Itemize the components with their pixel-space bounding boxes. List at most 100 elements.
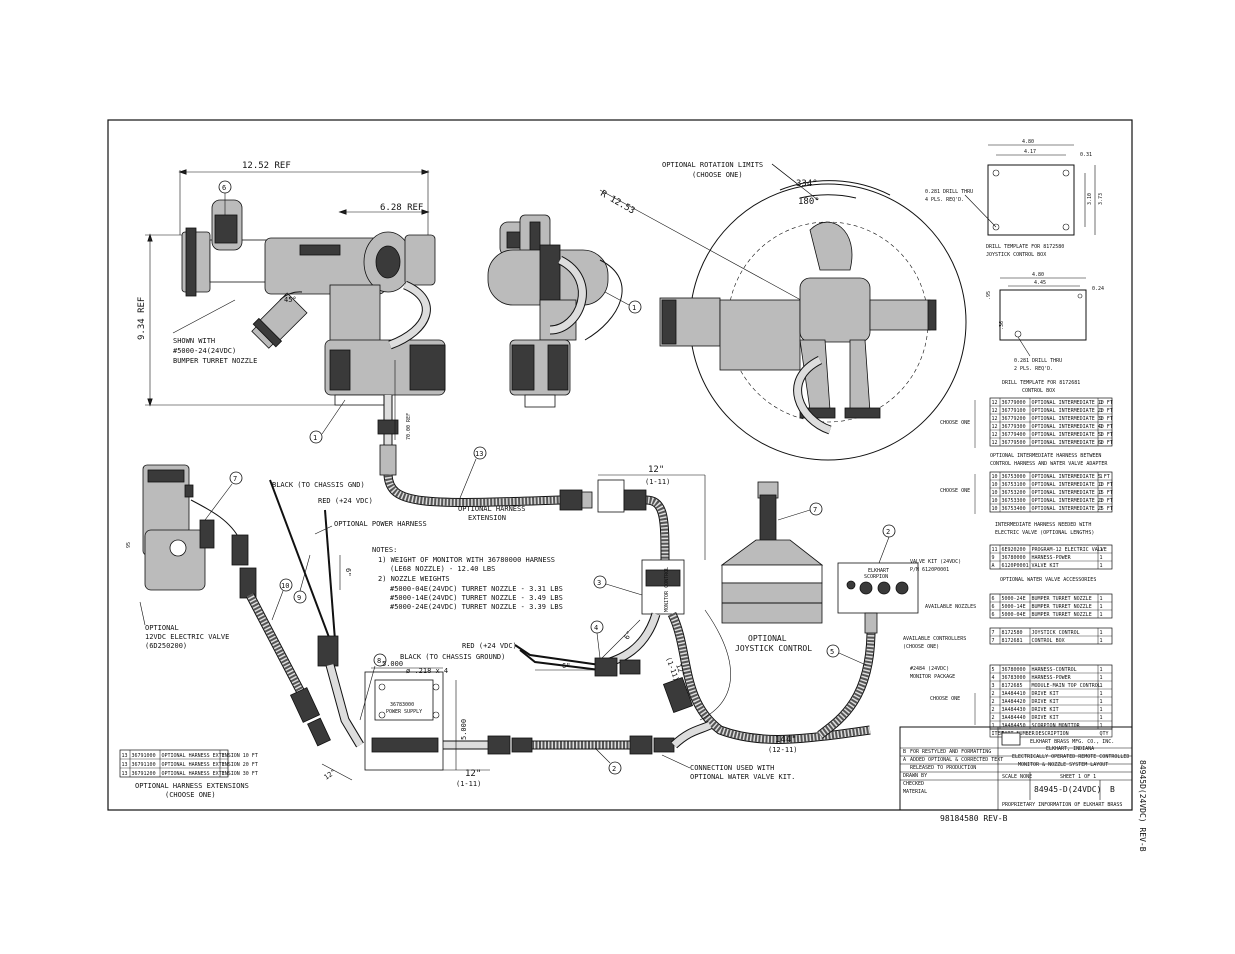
table-cell: 1 [222,753,225,759]
table-cell: 36783000 [1002,675,1026,681]
table-cell: DRIVE KIT [1032,699,1059,705]
table-cell: 1 [1100,416,1103,422]
table-cell: 1 [1100,723,1103,729]
table-cell: HARNESS-POWER [1032,555,1072,561]
svg-text:CHECKED: CHECKED [903,781,924,787]
table-cell: OPTIONAL INTERMEDIATE 5 FT [1032,474,1110,480]
table-cell: 1 [1100,474,1103,480]
callout-red-24: RED (+24 VDC) [318,497,373,505]
dim-12-52-ref: 12.52 REF [242,161,291,171]
svg-text:JOYSTICK CONTROL BOX: JOYSTICK CONTROL BOX [986,252,1046,258]
table-cell: DRIVE KIT [1032,707,1059,713]
table-cell: 12 [992,408,998,414]
callout-optional-harness: OPTIONAL HARNESS [458,505,525,513]
dim-9-34-ref: 9.34 REF [137,297,147,340]
svg-text:NOTES:: NOTES: [372,546,397,554]
table-cell: 2 [992,707,995,713]
svg-text:12": 12" [323,768,338,782]
table-cell: MODULE-MAIN TOP CONTROL [1032,683,1101,689]
table-cell: 3A484440 [1002,715,1026,721]
table-cell: 36791100 [132,762,156,768]
svg-text:6": 6" [344,568,352,576]
table-cell: 5000-04E [1002,612,1026,618]
svg-text:8: 8 [377,657,381,665]
svg-text:BUMPER TURRET NOZZLE: BUMPER TURRET NOZZLE [173,357,257,365]
svg-text:VALVE KIT (24VDC): VALVE KIT (24VDC) [910,559,961,565]
svg-text:3: 3 [597,579,601,587]
table-cell: 2 [992,699,995,705]
table-cell: 3A484450 [1002,723,1026,729]
table-cell: BUMPER TURRET NOZZLE [1032,612,1092,618]
table-cell: 36753100 [1002,482,1026,488]
control-box: ELKHART SCORPION 2 5 [817,524,919,739]
table-header-cell: DESCRIPTION [1036,731,1069,737]
table-cell: 1 [1100,506,1103,512]
harness-wiring: 13 OPTIONAL HARNESS EXTENSION 12" (1-11)… [383,446,871,788]
power-supply-box: 36783000 POWER SUPPLY 8 5.000 5.000 ø .2… [359,653,505,771]
svg-text:4.80: 4.80 [1022,139,1034,145]
table-cell: 1 [1100,490,1103,496]
table-cell: 1 [1100,482,1103,488]
table-cell: 36780000 [1002,555,1026,561]
table-cell: 1 [222,771,225,777]
svg-text:B: B [1110,785,1115,794]
table-cell: 36779100 [1002,408,1026,414]
svg-text:7: 7 [813,506,817,514]
table-cell: 1 [1100,596,1103,602]
table-cell: DRIVE KIT [1032,715,1059,721]
svg-text:70.00 REF: 70.00 REF [406,413,412,440]
table-cell: VALVE KIT [1032,563,1059,569]
drawing-number: 84945-D(24VDC) [1034,785,1101,794]
table-cell: 5000-14E [1002,604,1026,610]
svg-text:1) WEIGHT OF MONITOR WITH 3678: 1) WEIGHT OF MONITOR WITH 36780000 HARNE… [378,556,555,564]
table-cell: 6E920200 [1002,547,1026,553]
svg-text:0.281 DRILL THRU: 0.281 DRILL THRU [1014,358,1062,364]
svg-text:0.281 DRILL THRU: 0.281 DRILL THRU [925,189,973,195]
footer-drawing-number: 98184580 REV-B [940,814,1008,823]
table-cell: 12 [992,432,998,438]
svg-text:4.45: 4.45 [1034,280,1046,286]
table-cell: BUMPER TURRET NOZZLE [1032,604,1092,610]
svg-text:P/N 6120P0001: P/N 6120P0001 [910,567,949,573]
table-cell: 36779400 [1002,432,1026,438]
table-cell: 3A484410 [1002,691,1026,697]
table-cell: 36753300 [1002,498,1026,504]
table-cell: DRIVE KIT [1032,691,1059,697]
table-cell: 12 [992,424,998,430]
electric-valve: 95 7 OPTIONAL 12VDC ELECTRIC VALVE (6D25… [126,464,427,782]
table-cell: JOYSTICK CONTROL [1032,630,1080,636]
table-cell: 1 [992,723,995,729]
table-cell: 10 [992,506,998,512]
box-part-number: 36783000 [390,702,414,708]
table-cell: 8172681 [1002,638,1023,644]
table-cell: OPTIONAL INTERMEDIATE 15 FT [1032,490,1113,496]
svg-text:.95: .95 [986,291,992,300]
rotation-334: 334° [796,179,818,189]
table-cell: OPTIONAL HARNESS EXTENSION 20 FT [162,762,258,768]
svg-text:AVAILABLE CONTROLLERS: AVAILABLE CONTROLLERS [903,636,966,642]
table-cell: 3A484430 [1002,707,1026,713]
table-cell: 3A484420 [1002,699,1026,705]
side-drawing-number: 84945D(24VDC) REV-B [1138,760,1147,852]
table-cell: HARNESS-POWER [1032,675,1072,681]
svg-text:1: 1 [313,434,317,442]
svg-text:6": 6" [623,630,634,641]
table-cell: OPTIONAL INTERMEDIATE 20 FT [1032,408,1113,414]
table-cell: 6 [992,596,995,602]
dim-radius: R 12.53 [599,189,637,217]
svg-text:10: 10 [281,582,289,590]
svg-text:0.31: 0.31 [1080,152,1092,158]
table-cell: 10 [992,498,998,504]
table-cell: 36779200 [1002,416,1026,422]
table-cell: 1 [1100,699,1103,705]
